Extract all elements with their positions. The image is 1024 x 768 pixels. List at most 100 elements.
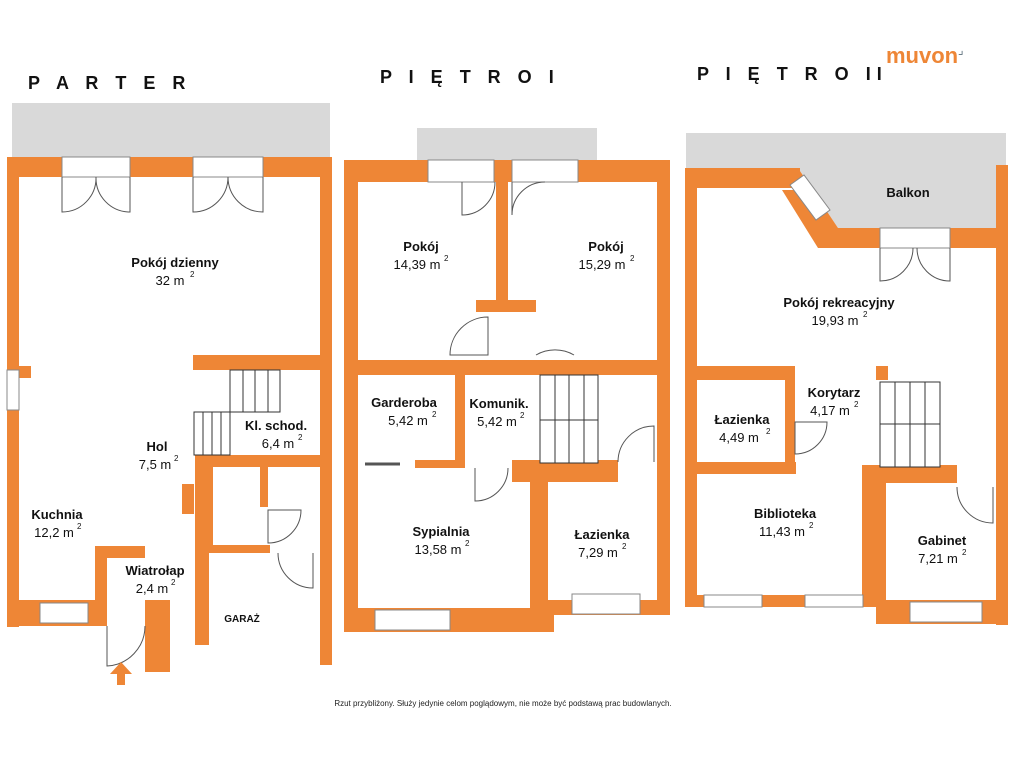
wall: [344, 160, 670, 182]
room-label-korytarz: Korytarz 4,17 m 2: [808, 385, 861, 418]
door-swing: [617, 425, 655, 463]
window: [39, 602, 89, 624]
wall: [455, 375, 465, 465]
wall: [145, 600, 170, 672]
window: [192, 156, 264, 178]
svg-text:2: 2: [174, 454, 179, 463]
terrace: [12, 103, 330, 157]
room-label-kuchnia: Kuchnia 12,2 m 2: [31, 507, 83, 540]
pietro-2-plan: [685, 133, 1008, 625]
stairs: [539, 374, 599, 464]
room-label-pokoj-dzienny: Pokój dzienny 32 m 2: [131, 255, 219, 288]
stairs: [193, 369, 281, 456]
svg-text:Garderoba: Garderoba: [371, 395, 438, 410]
disclaimer-footnote: Rzut przybliżony. Służy jedynie celom po…: [334, 699, 671, 708]
svg-text:Łazienka: Łazienka: [575, 527, 631, 542]
svg-text:2: 2: [766, 427, 771, 436]
room-label-garaz: GARAŻ: [224, 612, 260, 625]
svg-text:14,39 m: 14,39 m: [394, 257, 441, 272]
room-label-hol: Hol 7,5 m 2: [139, 439, 179, 472]
wall: [95, 546, 145, 558]
svg-text:2: 2: [630, 254, 635, 263]
wall: [530, 460, 548, 630]
wall: [95, 546, 107, 626]
svg-text:7,5 m: 7,5 m: [139, 457, 172, 472]
door-swing: [267, 509, 302, 544]
room-label-garderoba: Garderoba 5,42 m 2: [371, 395, 438, 428]
door-swing: [461, 181, 496, 216]
svg-text:Komunik.: Komunik.: [469, 396, 528, 411]
window: [789, 174, 831, 221]
svg-text:Gabinet: Gabinet: [918, 533, 967, 548]
wall: [996, 165, 1008, 625]
wall: [657, 160, 670, 615]
window: [703, 594, 763, 608]
floor-title-parter: P A R T E R: [28, 73, 191, 93]
floor-title-pietro-1: P I Ę T R O I: [380, 67, 560, 87]
door-swing: [956, 486, 994, 524]
room-label-biblioteka: Biblioteka 11,43 m 2: [754, 506, 817, 539]
room-label-kl-schod: Kl. schod. 6,4 m 2: [245, 418, 307, 451]
svg-text:Kl. schod.: Kl. schod.: [245, 418, 307, 433]
brand-name: muvon: [886, 43, 958, 68]
svg-text:4,49 m: 4,49 m: [719, 430, 759, 445]
svg-text:2: 2: [863, 310, 868, 319]
svg-text:Pokój dzienny: Pokój dzienny: [131, 255, 219, 270]
svg-text:Wiatrołap: Wiatrołap: [125, 563, 184, 578]
svg-text:Kuchnia: Kuchnia: [31, 507, 83, 522]
room-label-pokoj-rekreacyjny: Pokój rekreacyjny 19,93 m 2: [783, 295, 895, 328]
balcony-slab: [417, 128, 597, 162]
svg-text:2: 2: [171, 578, 176, 587]
svg-text:11,43 m: 11,43 m: [759, 524, 805, 539]
window: [909, 601, 983, 623]
brand-logo: muvon ⌟: [886, 43, 964, 68]
wall: [862, 465, 957, 483]
svg-text:2: 2: [465, 539, 470, 548]
svg-text:2: 2: [854, 400, 859, 409]
svg-text:2: 2: [962, 548, 967, 557]
svg-text:15,29 m: 15,29 m: [579, 257, 626, 272]
svg-text:5,42 m: 5,42 m: [477, 414, 517, 429]
svg-text:2: 2: [190, 270, 195, 279]
pietro-1-plan: [344, 128, 670, 632]
floor-title-pietro-2: P I Ę T R O II: [697, 64, 888, 84]
svg-text:Hol: Hol: [147, 439, 168, 454]
door-swing: [61, 176, 131, 213]
room-label-lazienka-2: Łazienka 4,49 m 2: [715, 412, 771, 445]
svg-text:6,4 m: 6,4 m: [262, 436, 295, 451]
window: [804, 594, 864, 608]
window: [6, 369, 20, 411]
wall: [344, 160, 358, 632]
svg-text:4,17 m: 4,17 m: [810, 403, 850, 418]
door-swing: [535, 349, 575, 356]
stairs: [879, 381, 941, 468]
wall: [686, 462, 796, 474]
svg-text:19,93 m: 19,93 m: [812, 313, 859, 328]
room-label-sypialnia: Sypialnia 13,58 m 2: [412, 524, 470, 557]
svg-text:5,42 m: 5,42 m: [388, 413, 428, 428]
window: [571, 593, 641, 615]
wall: [207, 467, 213, 547]
door-swing: [277, 552, 314, 589]
wall: [182, 484, 194, 514]
svg-text:Łazienka: Łazienka: [715, 412, 771, 427]
svg-text:Pokój: Pokój: [403, 239, 438, 254]
room-label-balkon: Balkon: [886, 185, 929, 200]
svg-text:2: 2: [432, 410, 437, 419]
svg-text:2: 2: [77, 522, 82, 531]
wall: [260, 467, 268, 507]
wall: [685, 366, 795, 380]
window: [61, 156, 131, 178]
room-label-gabinet: Gabinet 7,21 m 2: [918, 533, 967, 566]
svg-text:12,2 m: 12,2 m: [34, 525, 74, 540]
wall: [344, 360, 670, 375]
svg-text:2: 2: [809, 521, 814, 530]
parter-plan: [6, 103, 332, 685]
svg-text:2: 2: [520, 411, 525, 420]
svg-text:Biblioteka: Biblioteka: [754, 506, 817, 521]
room-label-komunik: Komunik. 5,42 m 2: [469, 396, 528, 429]
wall: [876, 366, 888, 380]
wall: [320, 157, 332, 665]
door-swing: [879, 247, 951, 282]
wall: [7, 157, 332, 177]
